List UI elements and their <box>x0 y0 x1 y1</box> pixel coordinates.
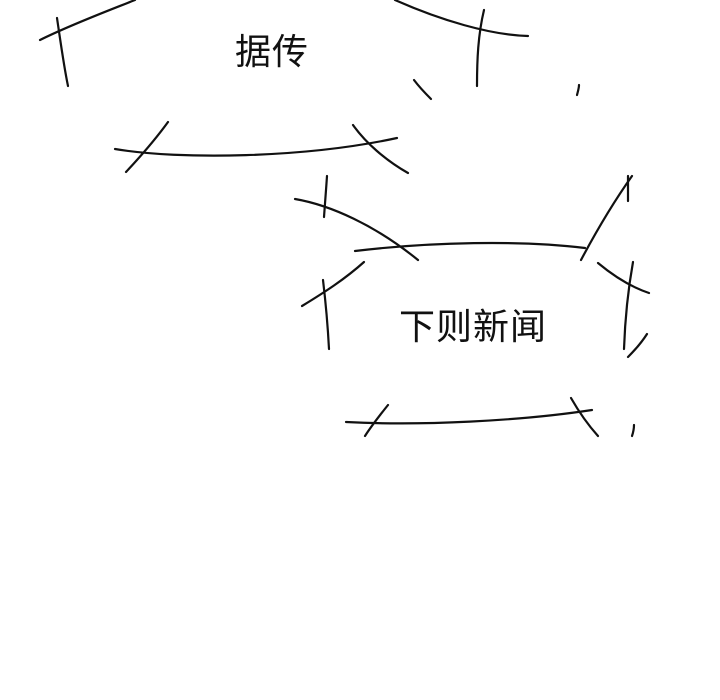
speech-bubble-2-outline <box>293 174 651 438</box>
speech-bubble-1-outline <box>38 0 581 175</box>
speech-bubble-1-text: 据传 <box>235 32 310 73</box>
speech-bubble-2-text: 下则新闻 <box>399 307 548 348</box>
